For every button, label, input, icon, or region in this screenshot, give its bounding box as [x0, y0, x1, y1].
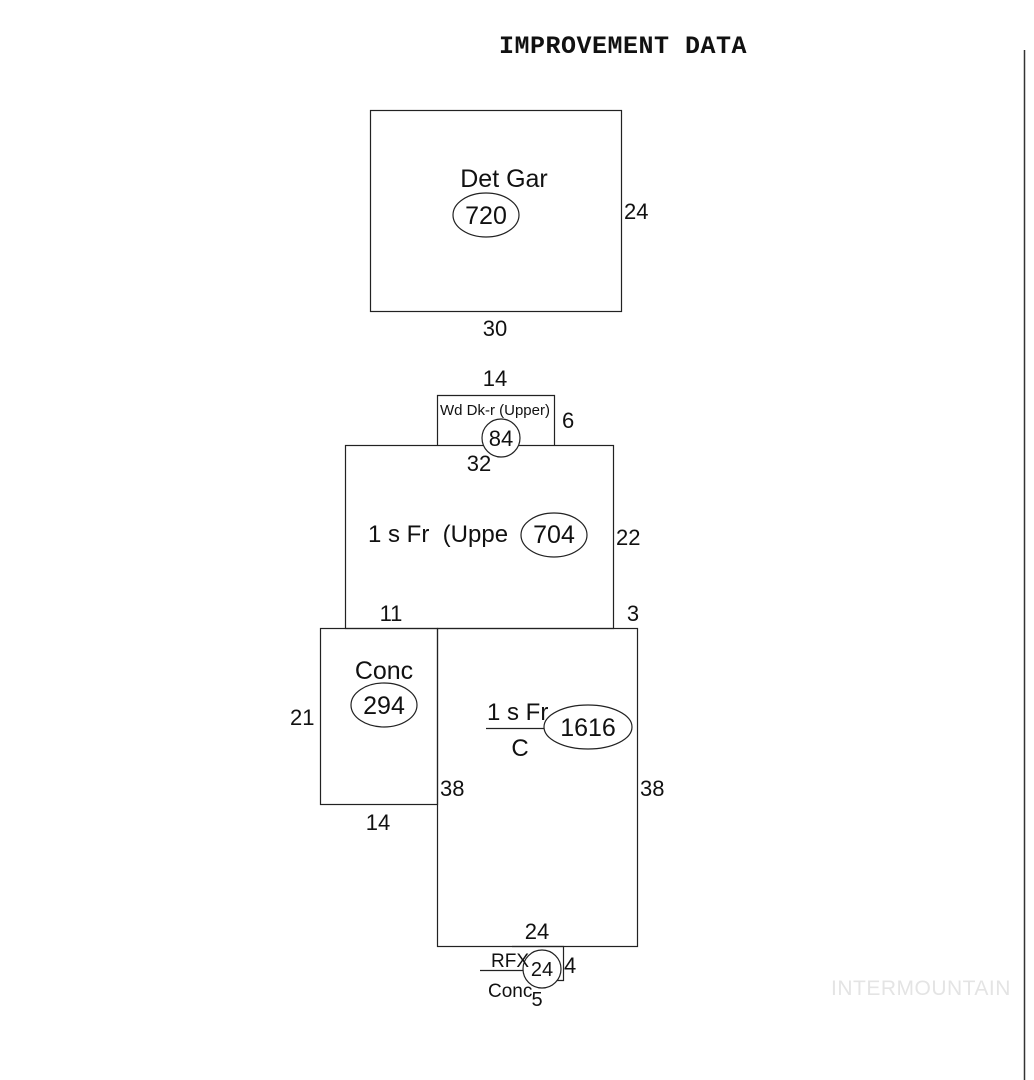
main-outline	[436, 627, 639, 948]
main-area: 1616	[560, 714, 616, 742]
garage-area: 720	[465, 202, 507, 230]
upper-side: 22	[616, 525, 640, 550]
garage-area-ellipse	[452, 192, 520, 238]
garage-outline	[369, 109, 623, 313]
conc-bottom: 14	[366, 810, 390, 835]
main-left: 38	[440, 776, 464, 801]
rfx-side: 4	[564, 953, 576, 978]
main-area-ellipse	[543, 704, 633, 750]
rfx-area-circle	[522, 949, 562, 989]
deck-depth: 6	[562, 408, 574, 433]
garage-label: Det Gar	[460, 165, 548, 193]
deck-area-circle	[481, 418, 521, 458]
page-title: IMPROVEMENT DATA	[499, 32, 748, 61]
conc-area-ellipse	[350, 682, 418, 728]
main-bottom: 24	[525, 919, 549, 944]
main-right: 38	[640, 776, 664, 801]
conc-side: 21	[290, 705, 314, 730]
rfx-bottom: 5	[531, 989, 542, 1011]
upper-area-ellipse	[520, 512, 588, 558]
rfx-label-bottom: Conc	[488, 981, 532, 1002]
deck-area: 84	[489, 426, 513, 451]
deck-width: 14	[483, 366, 507, 391]
watermark: INTERMOUNTAIN	[831, 977, 1011, 1000]
rfx-label-top: RFX	[491, 951, 529, 972]
upper-label: 1 s Fr (Uppe	[368, 521, 508, 548]
main-label-bottom: C	[511, 735, 528, 762]
conc-area: 294	[363, 692, 405, 720]
garage-width: 30	[483, 316, 507, 341]
garage-depth: 24	[624, 199, 648, 224]
deck-outline	[436, 394, 556, 445]
deck-label: Wd Dk-r (Upper)	[440, 402, 550, 419]
upper-area: 704	[533, 521, 575, 549]
rfx-area: 24	[531, 959, 553, 981]
main-label-top: 1 s Fr	[487, 699, 548, 726]
upper-left-seg: 11	[380, 601, 403, 626]
upper-right-seg: 3	[627, 601, 639, 626]
conc-label: Conc	[355, 657, 413, 685]
upper-top: 32	[467, 451, 491, 476]
